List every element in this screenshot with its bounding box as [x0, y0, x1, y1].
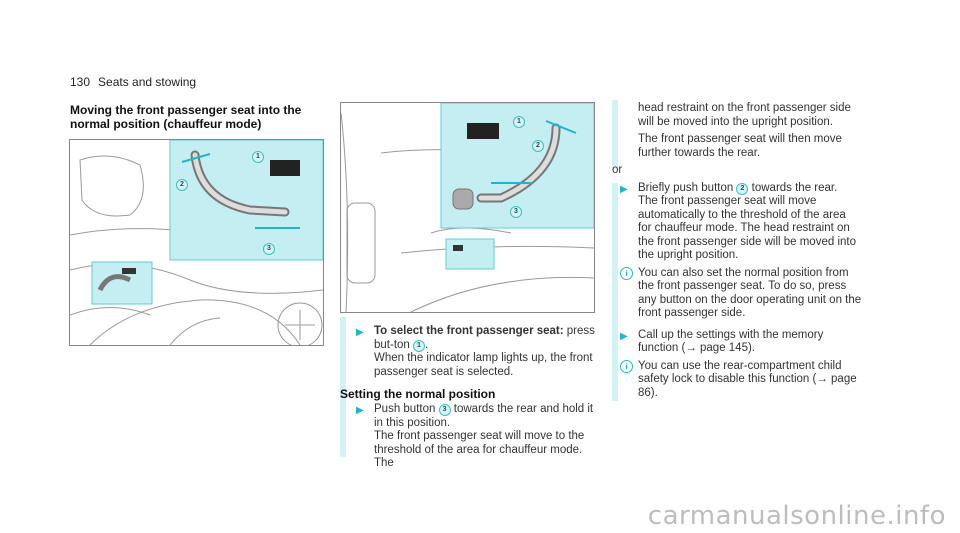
section-heading: Moving the front passenger seat into the…: [70, 103, 302, 131]
step-result: The front passenger seat will move autom…: [638, 195, 856, 261]
step-result: The front passenger seat will move to th…: [374, 430, 585, 469]
step-select-seat: ▶ To select the front passenger seat: pr…: [356, 325, 596, 379]
callout-2: 2: [532, 140, 544, 152]
callout-1: 1: [252, 151, 264, 163]
subheading: Setting the normal position: [340, 387, 496, 401]
step-lead: To select the front passenger seat:: [374, 325, 564, 337]
step-text: Call up the settings with the memory fun…: [638, 328, 824, 355]
highlight-bar: [612, 183, 618, 401]
callout-2: 2: [176, 179, 188, 191]
middle-text: ▶ To select the front passenger seat: pr…: [340, 325, 596, 475]
callout-3: 3: [510, 206, 522, 218]
continued-text: head restraint on the front passenger si…: [638, 102, 851, 128]
door-panel-illustration: [341, 103, 594, 312]
step-result: When the indicator lamp lights up, the f…: [374, 352, 593, 378]
play-arrow-icon: ▶: [356, 327, 364, 338]
page-link: page 145).: [696, 342, 755, 354]
or-text: or: [612, 164, 623, 176]
play-arrow-icon: ▶: [620, 330, 628, 342]
page-ref-arrow-icon: →: [685, 342, 697, 354]
page-ref-arrow-icon: →: [816, 373, 828, 385]
step-text: press but-ton: [374, 325, 595, 351]
info-icon: i: [620, 359, 633, 373]
info-text: You can use the rear-compartment child s…: [638, 359, 842, 386]
highlight-bar: [340, 317, 346, 457]
highlight-bar: [612, 100, 618, 168]
note-info: i You can also set the normal position f…: [620, 266, 862, 321]
section-title: Seats and stowing: [98, 75, 197, 89]
button-ref: 2: [736, 182, 749, 195]
note-info: i You can use the rear-compartment child…: [620, 359, 862, 401]
step-text: .: [425, 338, 429, 351]
button-ref: 1: [413, 339, 425, 352]
step-text: Push button: [374, 403, 439, 415]
watermark: carmanualsonline.info: [647, 501, 946, 531]
play-arrow-icon: ▶: [356, 405, 364, 416]
page-number: 130: [70, 75, 91, 89]
step-text: towards the rear and hold it in this pos…: [374, 403, 594, 429]
continued-text: The front passenger seat will then move …: [638, 133, 842, 159]
figure-door-panel: 1 2 3: [340, 102, 595, 313]
step-memory: ▶ Call up the settings with the memory f…: [620, 329, 862, 356]
right-text: head restraint on the front passenger si…: [612, 102, 862, 404]
figure-dashboard: 1 2 3: [69, 139, 324, 346]
callout-3: 3: [263, 243, 275, 255]
page-header: 130 Seats and stowing: [70, 75, 196, 89]
info-icon: i: [620, 266, 633, 280]
step-text: towards the rear.: [748, 181, 838, 194]
callout-1: 1: [513, 116, 525, 128]
dashboard-illustration: [70, 140, 323, 345]
step-text: Briefly push button: [638, 181, 737, 194]
step-brief-push: ▶ Briefly push button 2 towards the rear…: [620, 182, 862, 263]
info-text: You can also set the normal position fro…: [638, 266, 862, 320]
button-ref: 3: [438, 404, 451, 416]
play-arrow-icon: ▶: [620, 183, 628, 195]
page-link: page 86).: [638, 373, 857, 399]
step-push-button: ▶ Push button 3 towards the rear and hol…: [356, 403, 596, 471]
